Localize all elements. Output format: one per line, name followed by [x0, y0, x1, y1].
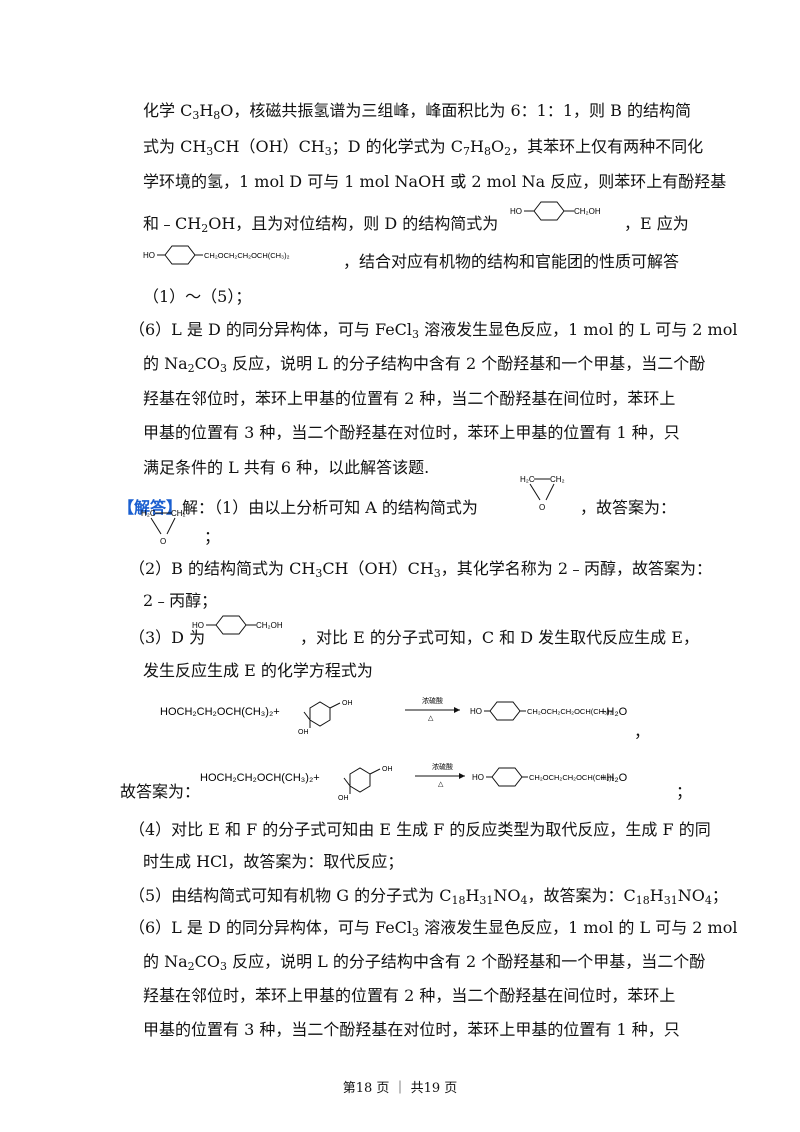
text-line: 的 Na2CO3 反应，说明 L 的分子结构中含有 2 个酚羟基和一个甲基，当二…: [143, 952, 706, 973]
svg-text:H₂C: H₂C: [141, 509, 156, 518]
svg-text:HOCH₂CH₂OCH(CH₃)₂+: HOCH₂CH₂OCH(CH₃)₂+: [160, 706, 280, 718]
svg-text:OH: OH: [342, 700, 353, 707]
text-line: 发生反应生成 E 的化学方程式为: [143, 661, 373, 680]
svg-text:+H₂O: +H₂O: [600, 706, 628, 718]
text-line: ，结合对应有机物的结构和官能团的性质可解答: [343, 252, 680, 271]
text-line: 羟基在邻位时，苯环上甲基的位置有 2 种，当二个酚羟基在间位时，苯环上: [143, 986, 676, 1005]
text-line: （6）L 是 D 的同分异构体，可与 FeCl3 溶液发生显色反应，1 mol …: [129, 918, 738, 939]
svg-text:HOCH₂CH₂OCH(CH₃)₂+: HOCH₂CH₂OCH(CH₃)₂+: [200, 772, 320, 784]
text-line: 式为 CH3CH（OH）CH3；D 的化学式为 C7H8O2，其苯环上仅有两种不…: [143, 137, 704, 158]
text-line: （5）由结构简式可知有机物 G 的分子式为 C18H31NO4，故答案为：C18…: [129, 886, 728, 907]
svg-text:+H₂O: +H₂O: [600, 772, 628, 784]
svg-text:HO: HO: [192, 621, 204, 630]
svg-text:CH₂OCH₂CH₂OCH(CH₃)₂: CH₂OCH₂CH₂OCH(CH₃)₂: [527, 707, 613, 716]
svg-text:HO: HO: [470, 707, 482, 716]
page-footer: 第18 页 ｜ 共19 页: [342, 1081, 458, 1096]
svg-text:HO: HO: [143, 251, 155, 260]
svg-text:O: O: [539, 503, 545, 512]
text-line: 的 Na2CO3 反应，说明 L 的分子结构中含有 2 个酚羟基和一个甲基，当二…: [143, 354, 706, 375]
answer-tag: 【解答】: [118, 498, 183, 517]
text-line: ；: [676, 782, 693, 801]
reaction-equation: HOCH₂CH₂OCH(CH₃)₂+ OH OH 浓硫酸 △ HO CH₂OCH…: [200, 762, 628, 802]
text-line: 故答案为：: [120, 782, 201, 801]
svg-text:O: O: [160, 537, 166, 546]
text-line: ，E 应为: [624, 214, 689, 233]
text-line: 【解答】解：（1）由以上分析可知 A 的结构简式为: [118, 498, 478, 517]
text-line: ；: [204, 527, 221, 546]
structure-epoxide: H₂C CH₂ O: [520, 475, 565, 512]
text-line: （3）D 为: [129, 628, 206, 647]
structure-e: HO CH₂OCH₂CH₂OCH(CH₃)₂: [143, 245, 290, 265]
svg-text:浓硫酸: 浓硫酸: [422, 696, 443, 705]
structure-epoxide: H₂C CH₂ O: [141, 509, 186, 546]
text-line: 满足条件的 L 共有 6 种，以此解答该题.: [143, 458, 430, 477]
reaction-equation: HOCH₂CH₂OCH(CH₃)₂+ OH OH 浓硫酸 △ HO CH₂OCH…: [160, 696, 628, 736]
text-line: 时生成 HCl，故答案为：取代反应；: [143, 852, 404, 871]
svg-text:CH₂: CH₂: [550, 475, 565, 484]
text-line: 和﹣CH2OH，且为对位结构，则 D 的结构简式为: [143, 214, 499, 235]
text-line: （6）L 是 D 的同分异构体，可与 FeCl3 溶液发生显色反应，1 mol …: [129, 320, 738, 341]
text-line: （1）～（5）；: [143, 287, 252, 306]
svg-text:CH₂OCH₂CH₂OCH(CH₃)₂: CH₂OCH₂CH₂OCH(CH₃)₂: [204, 251, 290, 260]
svg-text:HO: HO: [472, 773, 484, 782]
text-line: 2﹣丙醇；: [143, 591, 218, 610]
text-line: （2）B 的结构简式为 CH3CH（OH）CH3，其化学名称为 2﹣丙醇，故答案…: [129, 559, 713, 580]
text-line: 学环境的氢，1 mol D 可与 1 mol NaOH 或 2 mol Na 反…: [143, 172, 727, 191]
text-line: 甲基的位置有 3 种，当二个酚羟基在对位时，苯环上甲基的位置有 1 种，只: [143, 423, 680, 442]
svg-text:CH₂OCH₂CH₂OCH(CH₃)₂: CH₂OCH₂CH₂OCH(CH₃)₂: [529, 773, 615, 782]
svg-text:CH₂: CH₂: [171, 509, 186, 518]
text-line: ，: [634, 722, 651, 741]
svg-text:△: △: [438, 781, 444, 788]
svg-text:CH₂OH: CH₂OH: [256, 621, 283, 630]
text-line: ，对比 E 的分子式可知，C 和 D 发生取代反应生成 E，: [300, 628, 699, 647]
svg-text:CH₂OH: CH₂OH: [574, 207, 601, 216]
text-line: 化学 C3H8O，核磁共振氢谱为三组峰，峰面积比为 6：1：1，则 B 的结构简: [143, 101, 691, 122]
svg-text:浓硫酸: 浓硫酸: [432, 762, 453, 771]
text-line: 甲基的位置有 3 种，当二个酚羟基在对位时，苯环上甲基的位置有 1 种，只: [143, 1020, 680, 1039]
svg-text:H₂C: H₂C: [520, 475, 535, 484]
text-line: （4）对比 E 和 F 的分子式可知由 E 生成 F 的反应类型为取代反应，生成…: [129, 820, 711, 839]
svg-text:OH: OH: [298, 729, 309, 736]
svg-text:△: △: [428, 715, 434, 722]
structure-d: HO CH₂OH: [510, 201, 601, 221]
svg-text:HO: HO: [510, 207, 522, 216]
text-line: ，故答案为：: [580, 498, 677, 517]
svg-text:OH: OH: [338, 795, 349, 802]
text-line: 羟基在邻位时，苯环上甲基的位置有 2 种，当二个酚羟基在间位时，苯环上: [143, 389, 676, 408]
svg-text:OH: OH: [382, 766, 393, 773]
structure-d: HO CH₂OH: [192, 615, 283, 635]
